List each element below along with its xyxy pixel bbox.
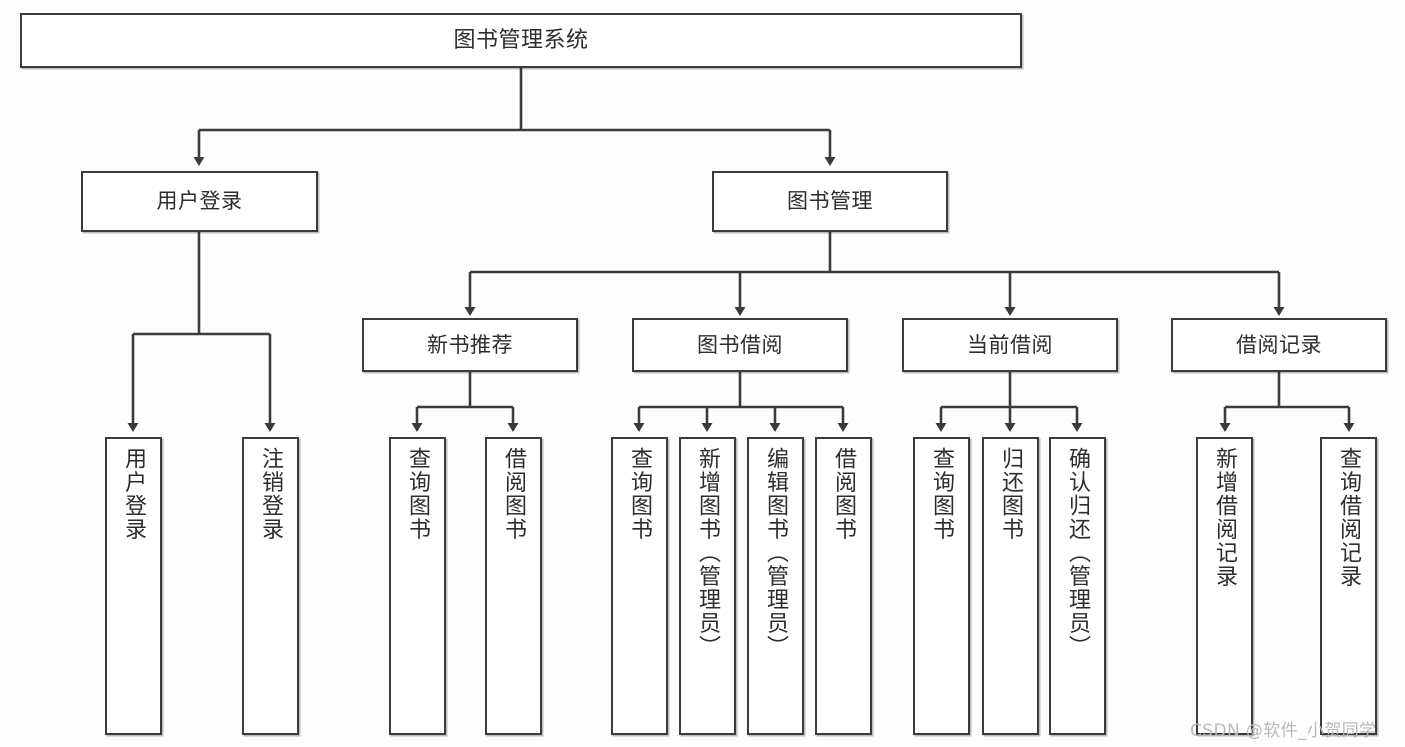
node-label: 查询图书 bbox=[929, 447, 955, 541]
node-label: 查询图书 bbox=[627, 447, 653, 541]
node-label: 归还图书 bbox=[998, 447, 1024, 541]
node-label: 借阅图书 bbox=[501, 447, 527, 541]
node-label: 图书借阅 bbox=[697, 332, 783, 357]
node-label: 查询图书 bbox=[405, 447, 431, 541]
node-book-management[interactable]: 图书管理 bbox=[712, 171, 948, 232]
leaf-add-book-admin[interactable]: 新增图书（管理员） bbox=[679, 437, 736, 735]
node-new-book-recommend[interactable]: 新书推荐 bbox=[362, 318, 578, 372]
node-label: 新增借阅记录 bbox=[1212, 447, 1238, 588]
node-label: 确认归还（管理员） bbox=[1065, 447, 1091, 659]
node-label: 编辑图书（管理员） bbox=[763, 447, 789, 659]
node-label: 图书管理系统 bbox=[453, 27, 589, 53]
leaf-user-login[interactable]: 用户登录 bbox=[105, 437, 162, 735]
node-label: 图书管理 bbox=[787, 189, 873, 214]
node-label: 用户登录 bbox=[121, 447, 147, 541]
leaf-borrow-book-recommend[interactable]: 借阅图书 bbox=[485, 437, 542, 735]
node-label: 借阅图书 bbox=[831, 447, 857, 541]
leaf-query-book-current[interactable]: 查询图书 bbox=[913, 437, 970, 735]
node-current-borrow[interactable]: 当前借阅 bbox=[902, 318, 1118, 372]
node-label: 用户登录 bbox=[156, 189, 243, 214]
node-borrow-record[interactable]: 借阅记录 bbox=[1171, 318, 1387, 372]
node-label: 当前借阅 bbox=[967, 332, 1053, 357]
csdn-watermark: CSDN @软件_小贺同学 bbox=[1190, 721, 1377, 741]
leaf-query-book-recommend[interactable]: 查询图书 bbox=[389, 437, 446, 735]
node-label: 注销登录 bbox=[258, 447, 284, 541]
node-label: 借阅记录 bbox=[1236, 332, 1322, 357]
node-label: 新增图书（管理员） bbox=[695, 447, 721, 659]
node-user-login[interactable]: 用户登录 bbox=[81, 171, 318, 232]
node-root-system[interactable]: 图书管理系统 bbox=[20, 13, 1022, 68]
leaf-query-book-borrow[interactable]: 查询图书 bbox=[611, 437, 668, 735]
node-book-borrow[interactable]: 图书借阅 bbox=[632, 318, 848, 372]
leaf-borrow-book[interactable]: 借阅图书 bbox=[815, 437, 872, 735]
leaf-query-borrow-record[interactable]: 查询借阅记录 bbox=[1320, 437, 1377, 735]
leaf-confirm-return-admin[interactable]: 确认归还（管理员） bbox=[1049, 437, 1106, 735]
node-label: 查询借阅记录 bbox=[1336, 447, 1362, 588]
node-label: 新书推荐 bbox=[427, 332, 513, 357]
leaf-return-book[interactable]: 归还图书 bbox=[982, 437, 1039, 735]
leaf-add-borrow-record[interactable]: 新增借阅记录 bbox=[1196, 437, 1253, 735]
leaf-edit-book-admin[interactable]: 编辑图书（管理员） bbox=[747, 437, 804, 735]
leaf-user-logout[interactable]: 注销登录 bbox=[242, 437, 299, 735]
